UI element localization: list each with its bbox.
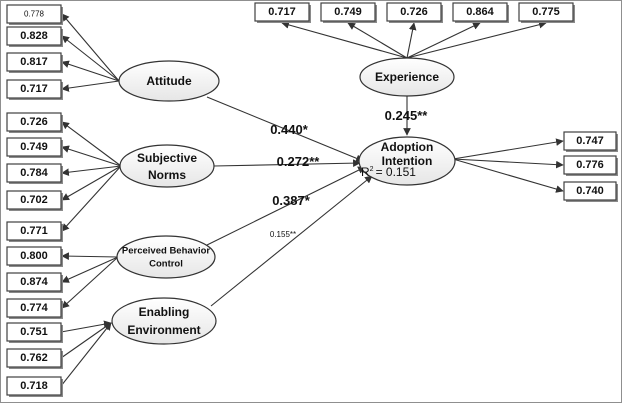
arrow-subjective-norms-2 xyxy=(61,145,122,167)
construct-perceived-behavior-control: Perceived Behavior Control xyxy=(116,235,216,279)
indicator-pbc-3-value: 0.774 xyxy=(20,302,48,314)
construct-experience-label: Experience xyxy=(375,70,439,84)
construct-enabling-environment-line2: Environment xyxy=(127,323,200,337)
indicator-enabling-environment-2-value: 0.762 xyxy=(20,352,48,364)
indicator-adoption-intention-2-value: 0.776 xyxy=(576,159,604,171)
indicator-enabling-environment-1-value: 0.751 xyxy=(20,326,48,338)
indicator-enabling-environment-3: 0.718 xyxy=(6,376,63,397)
indicator-experience-4-value: 0.864 xyxy=(466,6,494,18)
indicator-pbc-1: 0.800 xyxy=(6,246,63,267)
indicator-experience-5: 0.775 xyxy=(518,2,575,23)
indicator-enabling-environment-3-value: 0.718 xyxy=(20,380,48,392)
construct-enabling-environment: Enabling Environment xyxy=(111,297,217,345)
path-coef-enabling-environment: 0.155** xyxy=(270,230,296,239)
arrow-adoption-intention-3 xyxy=(452,158,564,193)
arrow-subjective-norms-3 xyxy=(61,165,122,177)
indicator-adoption-intention-1-value: 0.747 xyxy=(576,135,604,147)
construct-enabling-environment-line1: Enabling xyxy=(139,305,190,319)
arrow-pbc-1 xyxy=(61,252,119,260)
r-squared-label: R2= 0.151 xyxy=(361,165,416,179)
path-coef-attitude: 0.440* xyxy=(270,122,309,137)
arrow-subjective-norms-5 xyxy=(61,165,122,232)
indicator-experience-3-value: 0.726 xyxy=(400,6,428,18)
indicator-pbc-3: 0.774 xyxy=(6,298,63,319)
arrow-enabling-environment-3 xyxy=(60,322,112,387)
construct-adoption-intention: Adoption Intention R2= 0.151 xyxy=(358,136,456,186)
indicator-subjective-norms-3-value: 0.784 xyxy=(20,167,48,179)
arrow-enabling-environment-1 xyxy=(60,320,112,333)
path-coef-subjective-norms: 0.272** xyxy=(277,154,321,169)
indicator-pbc-1-value: 0.800 xyxy=(20,250,48,262)
indicator-attitude-1: 0.778 xyxy=(6,4,63,25)
indicator-attitude-1-value: 0.778 xyxy=(24,10,45,19)
construct-adoption-intention-line1: Adoption xyxy=(381,140,434,154)
arrow-adoption-intention-2 xyxy=(452,158,564,169)
indicator-experience-1: 0.717 xyxy=(254,2,311,23)
indicator-subjective-norms-4: 0.702 xyxy=(6,190,63,211)
construct-subjective-norms-line2: Norms xyxy=(148,168,186,182)
path-coef-experience: 0.245** xyxy=(385,108,429,123)
indicator-attitude-4-value: 0.717 xyxy=(20,83,48,95)
arrow-experience-5 xyxy=(406,20,547,59)
indicator-pbc-2-value: 0.874 xyxy=(20,276,48,288)
arrow-attitude-3 xyxy=(61,60,120,82)
indicator-attitude-4: 0.717 xyxy=(6,79,63,100)
arrow-experience-2 xyxy=(347,22,408,59)
arrow-attitude-1 xyxy=(61,13,120,82)
arrow-attitude-4 xyxy=(61,80,120,92)
indicator-experience-5-value: 0.775 xyxy=(532,6,560,18)
indicator-subjective-norms-2-value: 0.749 xyxy=(20,141,48,153)
construct-pbc-line2: Control xyxy=(149,259,183,270)
path-enabling-environment-to-adoption xyxy=(210,175,373,307)
construct-attitude-label: Attitude xyxy=(146,74,192,88)
indicator-experience-2: 0.749 xyxy=(320,2,377,23)
indicator-attitude-3-value: 0.817 xyxy=(20,56,48,68)
indicator-attitude-2: 0.828 xyxy=(6,26,63,47)
indicator-subjective-norms-1: 0.726 xyxy=(6,112,63,133)
arrow-subjective-norms-1 xyxy=(61,121,122,167)
arrow-experience-4 xyxy=(406,22,481,59)
construct-adoption-intention-line2: Intention xyxy=(382,154,433,168)
indicator-subjective-norms-5-value: 0.771 xyxy=(20,225,48,237)
indicator-adoption-intention-3: 0.740 xyxy=(563,181,618,202)
indicator-adoption-intention-2: 0.776 xyxy=(563,155,618,176)
connections xyxy=(60,13,564,387)
arrow-subjective-norms-4 xyxy=(61,165,122,201)
indicator-experience-2-value: 0.749 xyxy=(334,6,362,18)
indicator-attitude-3: 0.817 xyxy=(6,52,63,73)
indicator-subjective-norms-5: 0.771 xyxy=(6,221,63,242)
construct-subjective-norms-line1: Subjective xyxy=(137,151,197,165)
path-coef-pbc: 0.387* xyxy=(272,193,311,208)
construct-experience: Experience xyxy=(359,57,455,97)
indicator-boxes: 0.778 0.828 0.817 0.717 0.726 0.749 0.784 0.702… xyxy=(6,2,618,397)
path-pbc-to-adoption xyxy=(206,166,366,246)
indicator-subjective-norms-2: 0.749 xyxy=(6,137,63,158)
indicator-adoption-intention-1: 0.747 xyxy=(563,131,618,152)
indicator-adoption-intention-3-value: 0.740 xyxy=(576,185,604,197)
indicator-attitude-2-value: 0.828 xyxy=(20,30,48,42)
arrow-experience-3 xyxy=(406,22,417,59)
construct-attitude: Attitude xyxy=(118,60,220,102)
construct-subjective-norms: Subjective Norms xyxy=(119,144,215,188)
indicator-subjective-norms-1-value: 0.726 xyxy=(20,116,48,128)
path-subjective-norms-to-adoption xyxy=(213,159,361,167)
arrow-attitude-2 xyxy=(61,35,120,82)
indicator-subjective-norms-4-value: 0.702 xyxy=(20,194,48,206)
indicator-pbc-2: 0.874 xyxy=(6,272,63,293)
path-attitude-to-adoption xyxy=(206,96,364,162)
arrow-enabling-environment-2 xyxy=(60,322,112,359)
indicator-enabling-environment-1: 0.751 xyxy=(6,322,63,343)
indicator-experience-3: 0.726 xyxy=(386,2,443,23)
arrow-adoption-intention-1 xyxy=(452,138,564,160)
arrow-experience-1 xyxy=(281,21,408,59)
indicator-experience-4: 0.864 xyxy=(452,2,509,23)
indicator-subjective-norms-3: 0.784 xyxy=(6,163,63,184)
indicator-experience-1-value: 0.717 xyxy=(268,6,296,18)
arrow-pbc-2 xyxy=(61,256,119,283)
arrow-pbc-3 xyxy=(61,256,119,309)
construct-pbc-line1: Perceived Behavior xyxy=(122,246,210,257)
indicator-enabling-environment-2: 0.762 xyxy=(6,348,63,369)
